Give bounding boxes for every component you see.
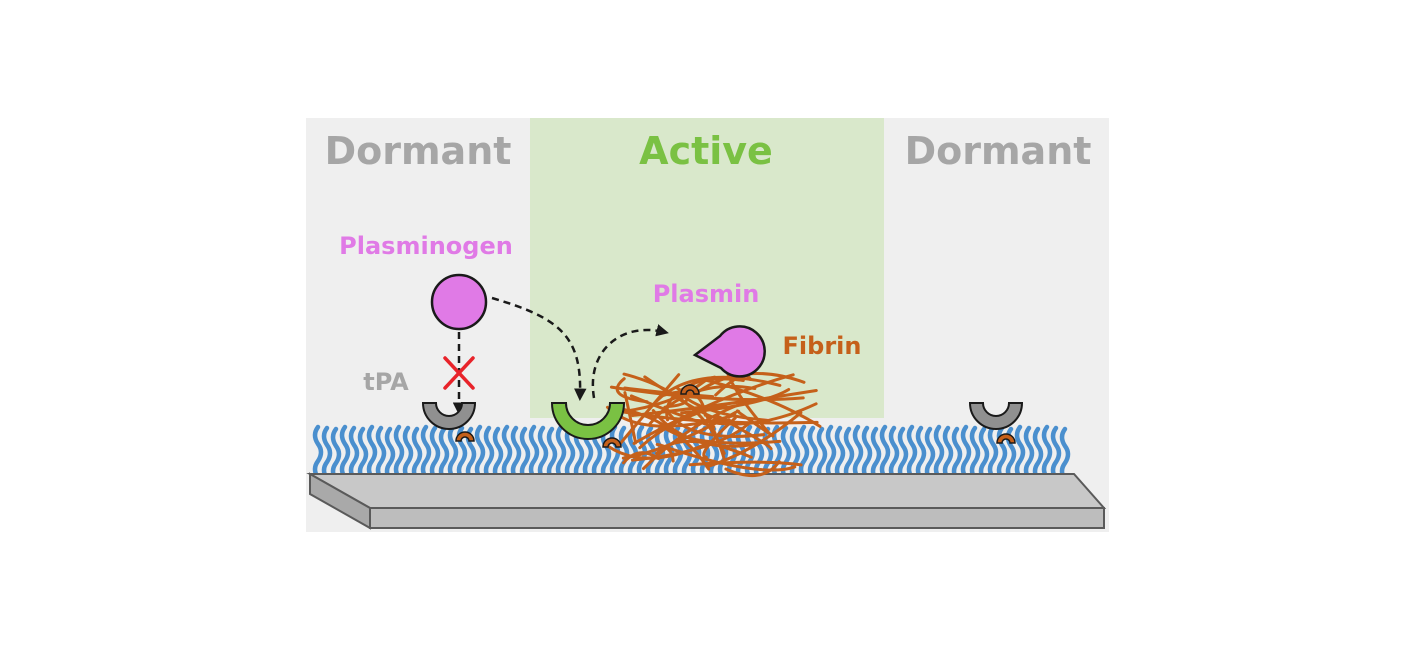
tpa-label: tPA <box>363 368 409 396</box>
polymer-strand <box>1032 426 1044 483</box>
polymer-strand <box>969 425 981 482</box>
fibrin-label: Fibrin <box>783 332 862 360</box>
fibrin-fiber <box>693 377 745 385</box>
polymer-strand <box>1059 426 1071 483</box>
zone-label-active: Active <box>639 129 773 173</box>
polymer-strand <box>564 425 576 482</box>
polymer-strand <box>447 424 459 481</box>
polymer-strand <box>393 424 405 481</box>
tpa-active <box>550 402 626 448</box>
polymer-strand <box>555 424 567 481</box>
fibrin-fiber <box>623 391 638 445</box>
fibrin-fiber <box>688 460 803 467</box>
polymer-strand <box>483 425 495 482</box>
fibrin-mesh <box>606 372 822 478</box>
polymer-strand <box>510 425 522 482</box>
polymer-strand <box>420 424 432 481</box>
polymer-strand <box>789 426 801 483</box>
polymer-strand <box>987 424 999 481</box>
plasmin-anchor <box>680 384 700 395</box>
polymer-strand <box>1023 425 1035 482</box>
polymer-strand <box>708 426 720 483</box>
blocked-x-mark <box>443 356 475 390</box>
zone-label-dormant-right: Dormant <box>905 129 1092 173</box>
fibrin-fiber <box>701 407 727 463</box>
polymer-strand <box>915 425 927 482</box>
active-zone <box>530 118 884 418</box>
polymer-strand <box>816 426 828 483</box>
polymer-strand <box>339 424 351 481</box>
plasmin-label: Plasmin <box>653 280 760 308</box>
polymer-strand <box>366 424 378 481</box>
fibrin-fiber <box>615 377 649 404</box>
polymer-strand <box>321 425 333 482</box>
plasminogen-label: Plasminogen <box>339 232 513 260</box>
polymer-strand <box>843 426 855 483</box>
polymer-strand <box>861 425 873 482</box>
polymer-strand <box>312 424 324 481</box>
polymer-strand <box>501 424 513 481</box>
polymer-strand <box>1050 425 1062 482</box>
polymer-strand <box>618 425 630 482</box>
polymer-strand <box>924 426 936 483</box>
zone-label-dormant-left: Dormant <box>325 129 512 173</box>
polymer-strand <box>600 426 612 483</box>
plasmin-molecule <box>692 325 766 378</box>
polymer-strand <box>654 426 666 483</box>
polymer-strand <box>978 426 990 483</box>
polymer-strand <box>402 425 414 482</box>
polymer-strand <box>870 426 882 483</box>
fibrin-fiber <box>665 386 689 409</box>
polymer-strand <box>933 424 945 481</box>
substrate-slab <box>306 472 1107 530</box>
polymer-strand <box>357 426 369 483</box>
polymer-strand <box>699 425 711 482</box>
polymer-strand <box>438 426 450 483</box>
fibrin-fiber <box>724 460 781 478</box>
polymer-strand <box>537 425 549 482</box>
polymer-strand <box>852 424 864 481</box>
plasminogen-molecule <box>430 273 488 331</box>
fibrin-fiber <box>665 427 782 445</box>
polymer-strand <box>348 425 360 482</box>
tpa-dormant-right <box>968 402 1024 444</box>
polymer-strand <box>492 426 504 483</box>
fibrin-fiber <box>631 419 754 462</box>
polymer-strand <box>519 426 531 483</box>
polymer-strand <box>888 425 900 482</box>
polymer-strand <box>942 425 954 482</box>
fibrin-fiber <box>632 373 795 445</box>
polymer-strand <box>897 426 909 483</box>
activation-arrow <box>491 296 587 401</box>
polymer-strand <box>807 425 819 482</box>
tpa-dormant-left <box>421 402 477 442</box>
polymer-strand <box>528 424 540 481</box>
polymer-strand <box>960 424 972 481</box>
polymer-strand <box>879 424 891 481</box>
polymer-strand <box>1041 424 1053 481</box>
polymer-strand <box>798 424 810 481</box>
polymer-strand <box>834 425 846 482</box>
polymer-strand <box>384 426 396 483</box>
plasmin-release-arrow <box>591 324 669 399</box>
fibrin-fiber <box>663 405 766 438</box>
polymer-strand <box>411 426 423 483</box>
fibrin-fiber <box>655 443 675 463</box>
polymer-strand <box>906 424 918 481</box>
polymer-strand <box>330 426 342 483</box>
polymer-strand <box>474 424 486 481</box>
polymer-strand <box>951 426 963 483</box>
polymer-strand <box>546 426 558 483</box>
polymer-strand <box>1014 424 1026 481</box>
fibrin-fiber <box>655 439 753 459</box>
polymer-strand <box>375 425 387 482</box>
fibrin-fiber <box>612 408 819 425</box>
fibrin-fiber <box>617 373 681 447</box>
polymer-strand <box>429 425 441 482</box>
polymer-strand <box>825 424 837 481</box>
